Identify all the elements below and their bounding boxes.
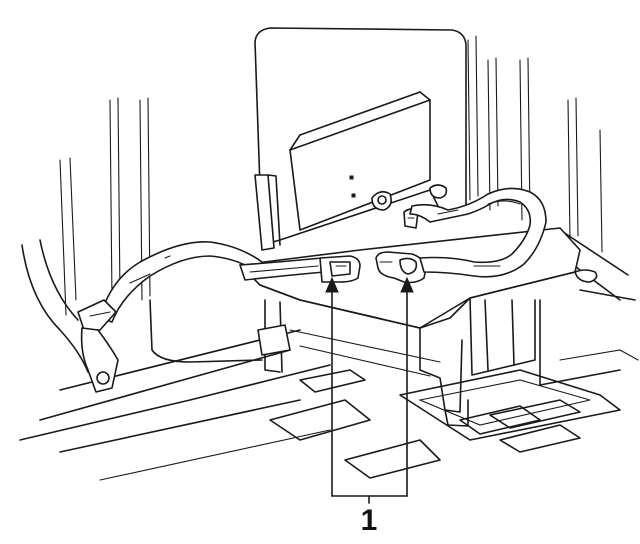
callout-number-label: 1 [361,504,378,537]
callout-leader-lines [325,276,414,504]
seat-belt-right [409,187,547,278]
arrow-head-right [400,276,414,293]
buckle-latch [319,255,361,283]
seat-back [254,27,467,251]
arrow-head-left [325,276,339,293]
wall-anchor-bracket [77,299,119,393]
left-side-wall [21,97,263,373]
right-side-wall [467,35,629,301]
buckle-receiver [375,251,427,284]
